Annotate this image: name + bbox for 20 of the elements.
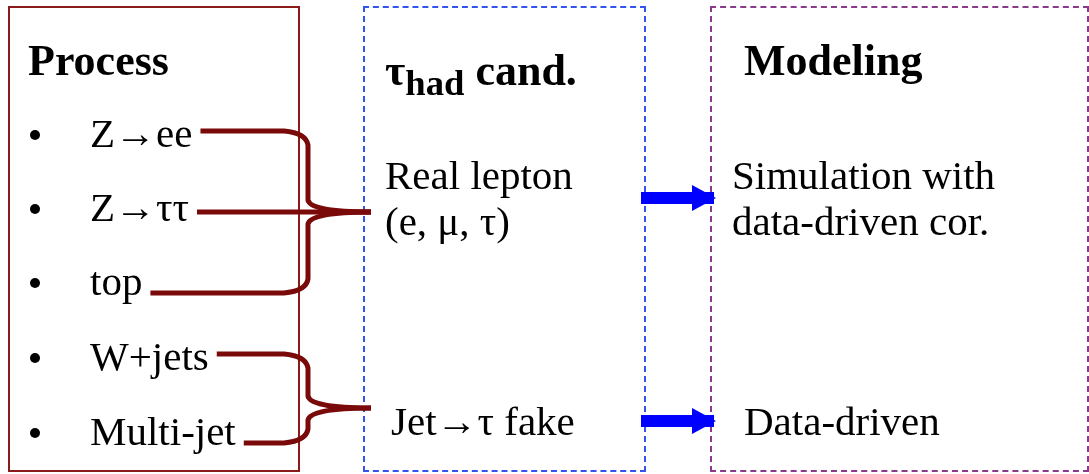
column-heading: τ$_{had}$ cand.: [385, 48, 577, 105]
arrow: [641, 408, 716, 434]
category-text: Real lepton (e, μ, τ): [385, 152, 574, 244]
category-text: Data-driven: [744, 398, 941, 444]
column-panel: [710, 6, 1089, 472]
category-text: Simulation with data-driven cor.: [732, 152, 997, 244]
list-item-text: Z→ee: [90, 110, 194, 156]
connector: [216, 351, 372, 411]
list-item-text: Multi-jet: [90, 408, 237, 454]
column-panel: [363, 6, 646, 472]
category-text: Jet→τ fake: [391, 398, 576, 444]
connector: [150, 209, 372, 296]
column-heading: Modeling: [744, 38, 923, 84]
column-panel: [8, 6, 300, 472]
list-item-text: Z→ττ: [90, 184, 190, 230]
list-item-text: top: [90, 258, 144, 304]
column-heading: Process: [28, 38, 169, 84]
list-item-text: W+jets: [90, 333, 210, 379]
arrow: [641, 185, 716, 211]
connector: [243, 405, 372, 446]
